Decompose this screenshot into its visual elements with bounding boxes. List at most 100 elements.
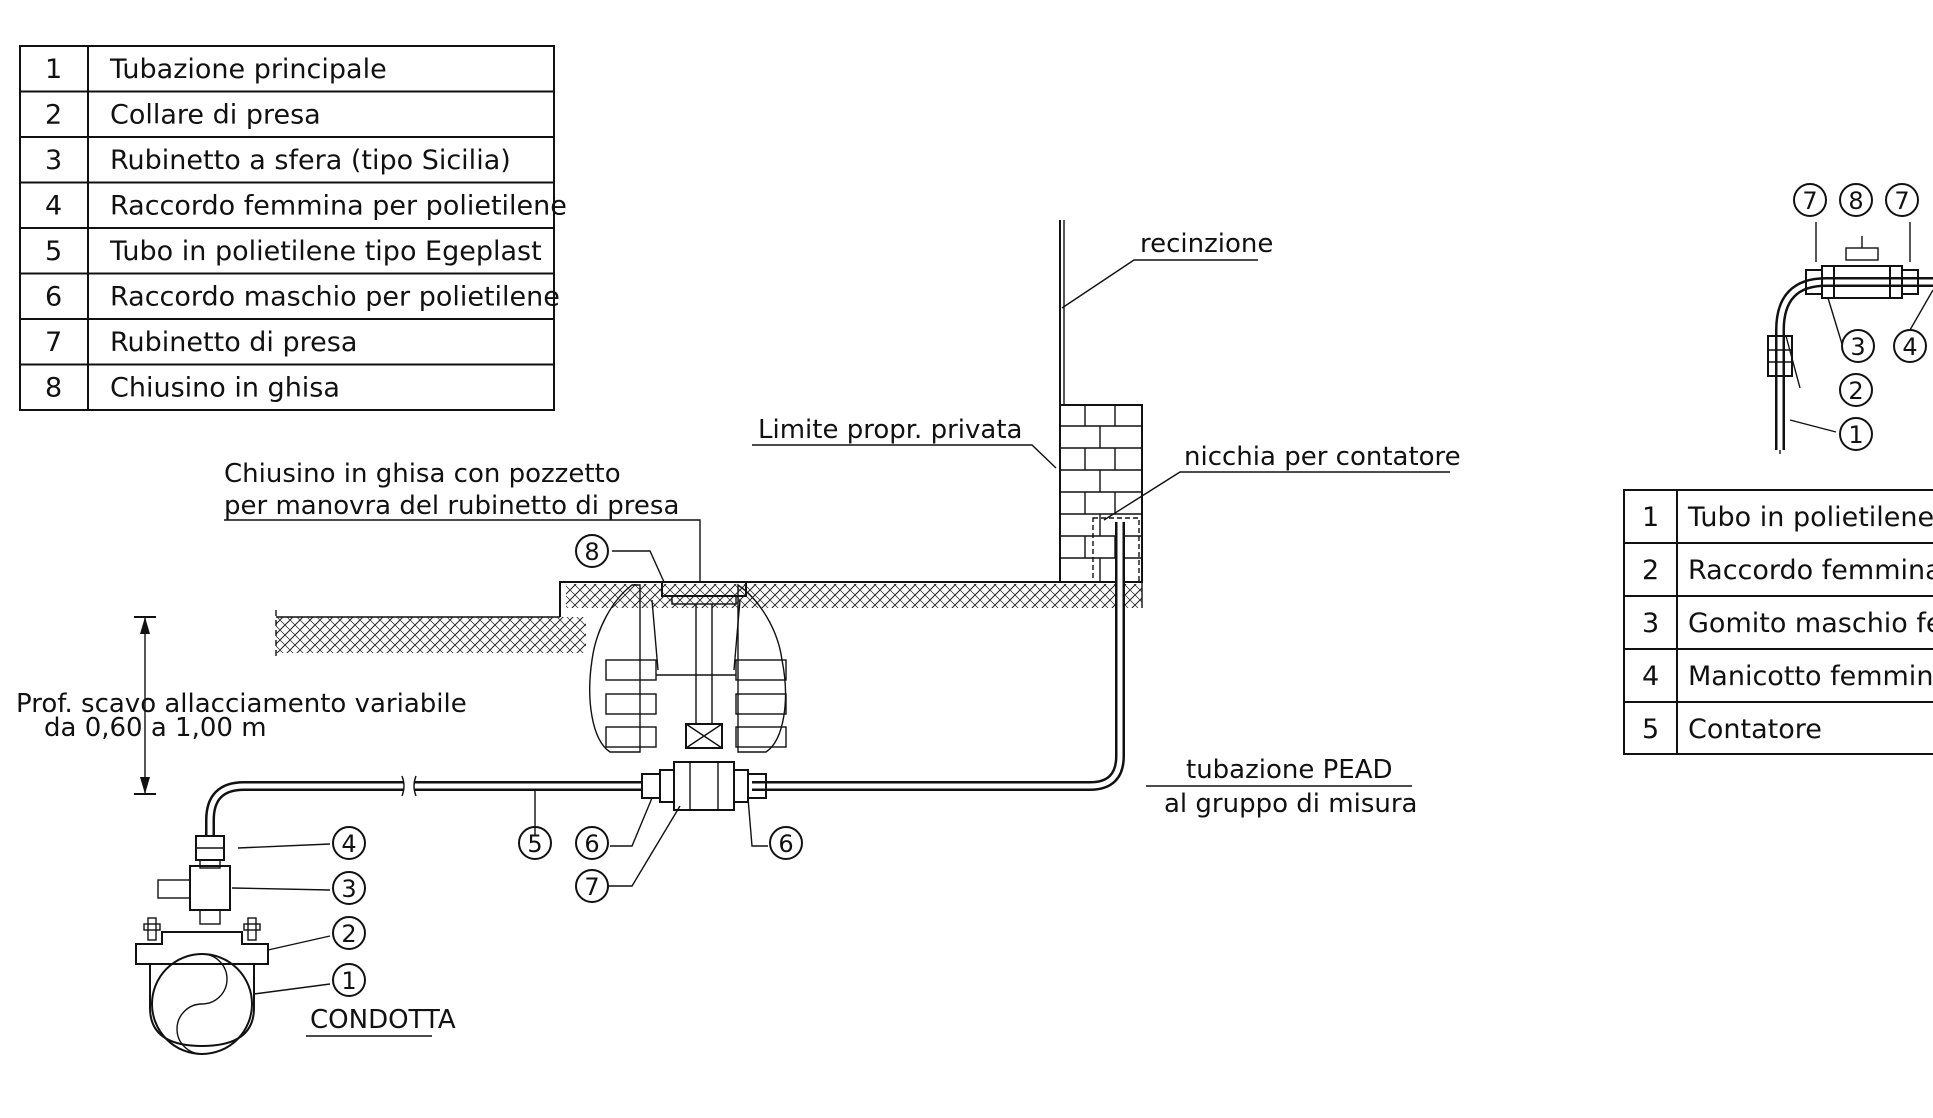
manhole-label-line1: Chiusino in ghisa con pozzetto [224, 459, 621, 489]
meter-detail-drawing [1767, 222, 1933, 454]
callout-bubble: 2 [332, 916, 366, 950]
callouts-detail: 7 8 7 3 4 2 1 [1793, 183, 1927, 451]
legend-row-label: Rubinetto di presa [110, 327, 357, 358]
callout-bubble: 8 [1839, 183, 1873, 217]
callout-number: 6 [584, 830, 599, 858]
depth-label-line2: da 0,60 a 1,00 m [44, 713, 267, 743]
legend-row-label: Raccordo maschio per polietilene [110, 282, 560, 313]
depth-dimension [134, 616, 156, 795]
callout-bubble: 4 [1893, 329, 1927, 363]
callout-circle [769, 826, 803, 860]
legend-row-number: 2 [45, 100, 62, 131]
main-pipe-label: CONDOTTA [310, 1005, 456, 1035]
legend-row-label: Tubo in polietilene tipo Egeplast [109, 236, 542, 267]
callout-bubble: 7 [1793, 183, 1827, 217]
legend-detail-label: Gomito maschio fer [1688, 608, 1933, 639]
legend-row-number: 8 [45, 373, 62, 404]
callout-circle [1839, 373, 1873, 407]
fence [1059, 220, 1065, 405]
callout-circle [1839, 417, 1873, 451]
callouts-main: 8 4 3 2 1 5 6 7 6 [332, 534, 803, 997]
callout-circle [1885, 183, 1919, 217]
meter-niche-label: nicchia per contatore [1184, 442, 1461, 472]
legend-row-number: 3 [45, 145, 62, 176]
legend-row-number: 5 [45, 236, 62, 267]
callout-circle [332, 826, 366, 860]
callout-number: 7 [584, 873, 599, 901]
legend-detail-label: Contatore [1688, 714, 1822, 745]
callout-circle [1839, 183, 1873, 217]
boundary-wall [1059, 404, 1143, 583]
callout-bubble: 5 [518, 826, 552, 860]
callout-number: 1 [341, 967, 356, 995]
callout-number: 7 [1802, 187, 1817, 215]
callout-number: 5 [527, 830, 542, 858]
legend-row: 5 Tubo in polietilene tipo Egeplast [45, 236, 542, 267]
legend-row-label: Tubazione principale [109, 54, 387, 85]
callout-bubble: 7 [1885, 183, 1919, 217]
callout-number: 2 [341, 920, 356, 948]
callout-circle [575, 534, 609, 568]
legend-row-label: Raccordo femmina per polietilene [110, 191, 567, 222]
property-limit-label: Limite propr. privata [758, 415, 1022, 445]
legend-row-label: Chiusino in ghisa [110, 373, 340, 404]
callout-circle [1893, 329, 1927, 363]
callout-number: 8 [584, 538, 599, 566]
legend-detail-label: Manicotto femmina [1688, 661, 1933, 692]
callout-bubble: 4 [332, 826, 366, 860]
callout-bubble: 3 [1841, 329, 1875, 363]
legend-row-number: 4 [45, 191, 62, 222]
ground-section [275, 581, 1143, 660]
callout-circle [1841, 329, 1875, 363]
callout-circle [575, 869, 609, 903]
manhole-chamber [589, 581, 787, 753]
service-pipe [205, 522, 1125, 836]
callout-circle [575, 826, 609, 860]
legend-row: 2 Collare di presa [45, 100, 321, 131]
callout-number: 4 [1902, 333, 1917, 361]
callout-circle [518, 826, 552, 860]
callout-bubble: 6 [769, 826, 803, 860]
legend-detail-row: 2 Raccordo femmina [1642, 555, 1933, 586]
leader-lines [224, 259, 1450, 1037]
callout-bubble: 8 [575, 534, 609, 568]
legend-row-number: 7 [45, 327, 62, 358]
callout-bubble: 1 [332, 963, 366, 997]
callout-number: 2 [1848, 377, 1863, 405]
legend-detail-row: 5 Contatore [1642, 714, 1822, 745]
legend-row-number: 6 [45, 282, 62, 313]
callout-number: 8 [1848, 187, 1863, 215]
legend-detail-number: 5 [1642, 714, 1659, 745]
callout-number: 3 [341, 875, 356, 903]
callout-number: 7 [1894, 187, 1909, 215]
legend-row-label: Collare di presa [110, 100, 321, 131]
callout-bubble: 7 [575, 869, 609, 903]
main-pipe-assembly [135, 835, 269, 1055]
fence-label: recinzione [1140, 229, 1273, 259]
callout-circle [332, 871, 366, 905]
callout-number: 6 [778, 830, 793, 858]
legend-row: 7 Rubinetto di presa [45, 327, 357, 358]
manhole-label-line2: per manovra del rubinetto di presa [224, 491, 679, 521]
callout-bubble: 1 [1839, 417, 1873, 451]
pipe-label-line2: al gruppo di misura [1164, 789, 1417, 819]
callout-number: 4 [341, 830, 356, 858]
legend-detail-label: Raccordo femmina [1688, 555, 1933, 586]
callout-number: 1 [1848, 421, 1863, 449]
legend-detail-row: 4 Manicotto femmina [1642, 661, 1933, 692]
legend-detail-number: 2 [1642, 555, 1659, 586]
callout-bubble: 6 [575, 826, 609, 860]
callout-number: 3 [1850, 333, 1865, 361]
pipe-label-line1: tubazione PEAD [1186, 755, 1393, 785]
legend-detail-label: Tubo in polietilene [1687, 502, 1933, 533]
legend-detail-number: 4 [1642, 661, 1659, 692]
depth-label-line1: Prof. scavo allacciamento variabile [16, 689, 467, 719]
